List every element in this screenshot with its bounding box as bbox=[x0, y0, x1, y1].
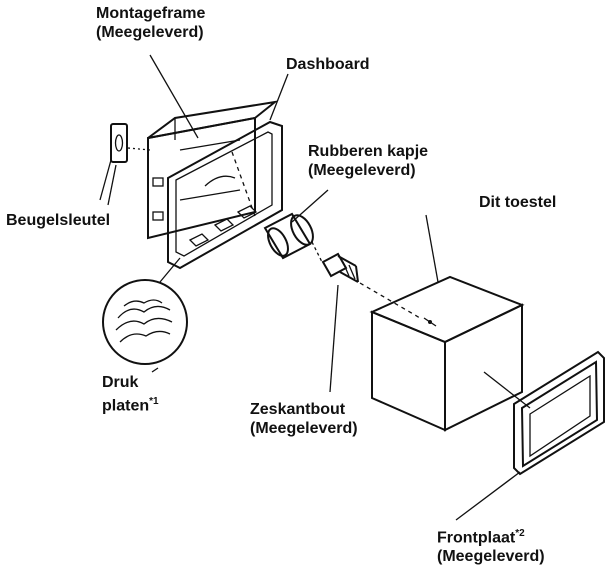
label-zeskantbout-line2: (Meegeleverd) bbox=[250, 420, 358, 437]
front-plate-shape bbox=[513, 350, 605, 476]
rubber-cap-shape bbox=[263, 212, 314, 260]
label-rubberen-kapje: Rubberen kapje (Meegeleverd) bbox=[308, 142, 428, 180]
label-beugelsleutel: Beugelsleutel bbox=[6, 212, 111, 229]
label-montageframe: Montageframe (Meegeleverd) bbox=[96, 4, 205, 42]
label-frontplaat-line1: Frontplaat bbox=[437, 529, 516, 547]
label-zeskantbout: Zeskantbout (Meegeleverd) bbox=[250, 400, 358, 438]
label-druk-platen: Druk platen*1 bbox=[102, 373, 159, 415]
label-rubberen-kapje-line1: Rubberen kapje bbox=[308, 143, 429, 160]
label-frontplaat-note: *2 bbox=[515, 528, 525, 539]
label-frontplaat: Frontplaat*2 (Meegeleverd) bbox=[437, 524, 545, 566]
label-montageframe-line2: (Meegeleverd) bbox=[96, 24, 204, 41]
main-unit-box bbox=[369, 275, 525, 432]
label-frontplaat-line2: (Meegeleverd) bbox=[437, 548, 545, 566]
label-zeskantbout-line1: Zeskantbout bbox=[250, 401, 346, 418]
hex-bolt-shape bbox=[321, 252, 359, 283]
mounting-frame-shape bbox=[147, 100, 283, 270]
label-druk-platen-line2: platen bbox=[102, 397, 150, 415]
bracket-key-shape bbox=[99, 123, 151, 201]
label-montageframe-line1: Montageframe bbox=[96, 5, 206, 22]
pressure-plates-detail bbox=[102, 257, 188, 365]
label-dashboard: Dashboard bbox=[286, 56, 370, 73]
label-rubberen-kapje-line2: (Meegeleverd) bbox=[308, 162, 416, 179]
label-druk-platen-line1: Druk bbox=[102, 374, 139, 391]
label-druk-platen-note: *1 bbox=[149, 396, 159, 407]
label-dit-toestel: Dit toestel bbox=[479, 194, 557, 211]
